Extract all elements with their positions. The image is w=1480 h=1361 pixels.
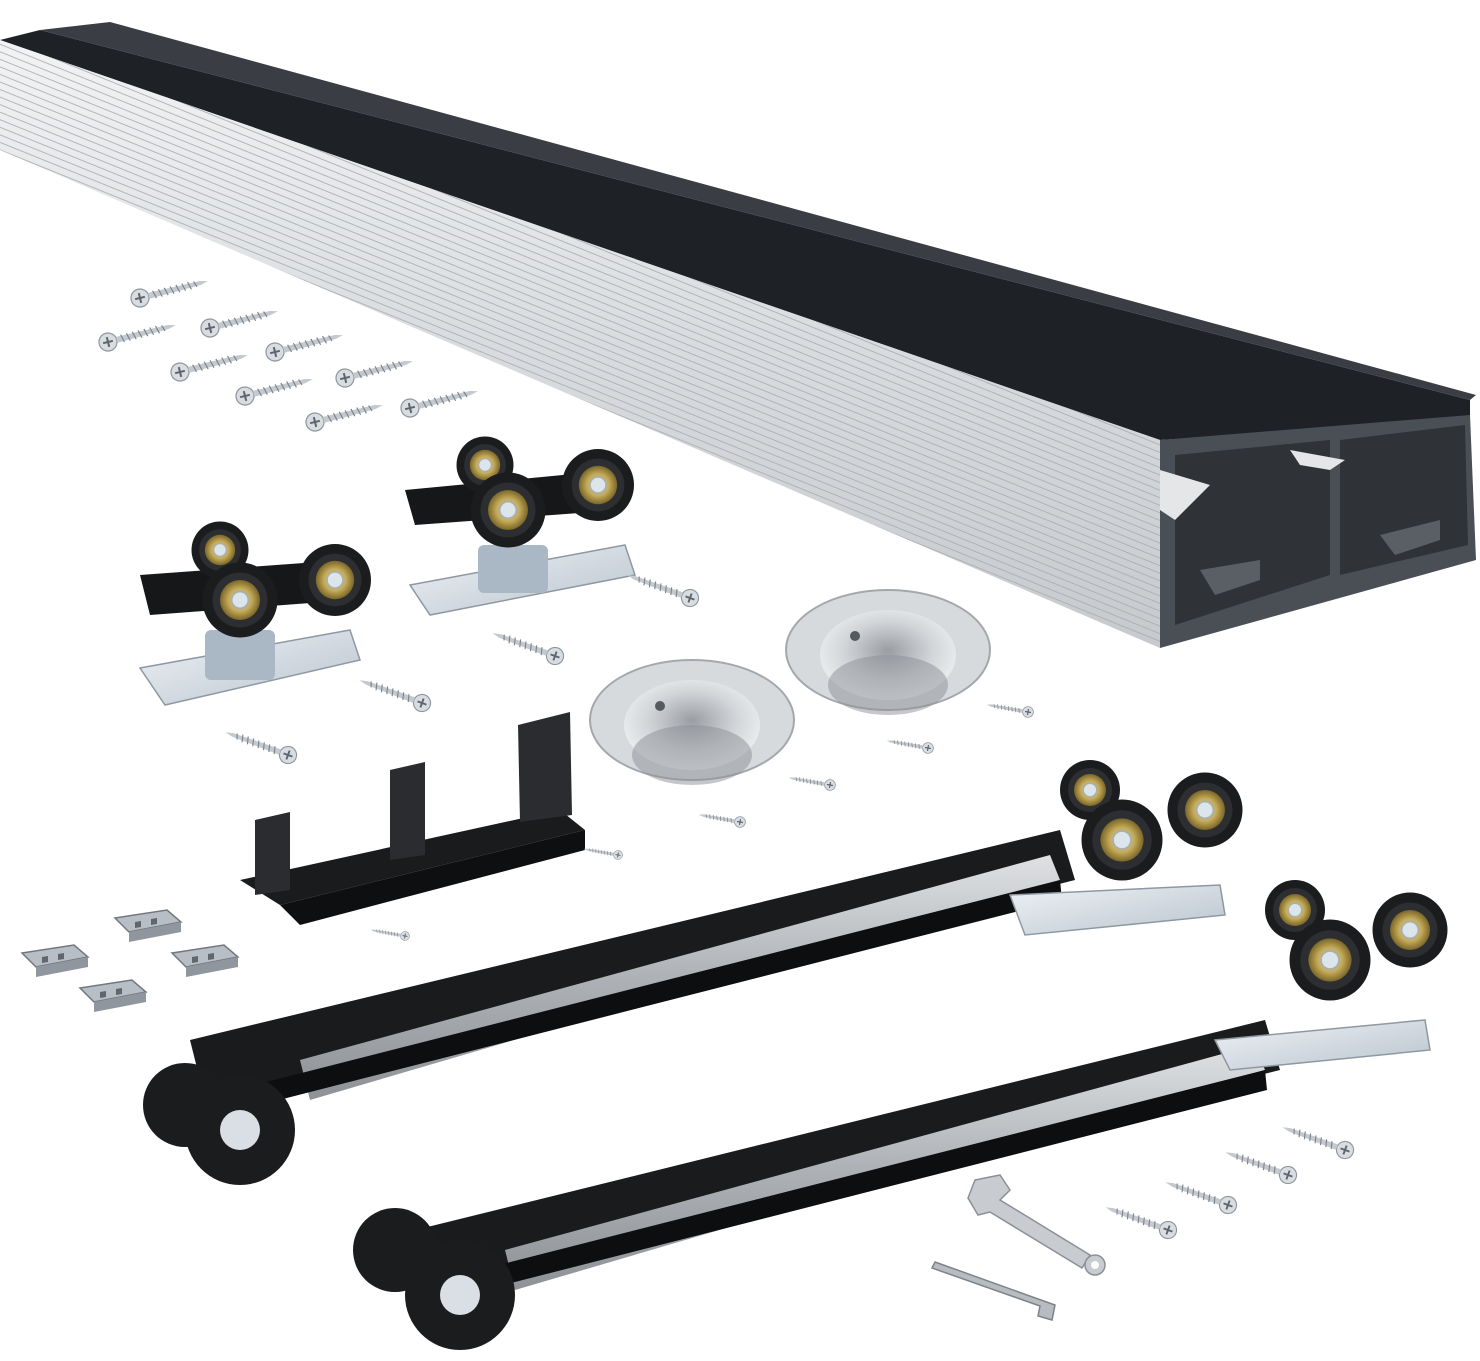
damper-roller-assembly-1 <box>143 760 1243 1185</box>
hex-key <box>930 1261 1056 1321</box>
screw-set-large <box>1101 1118 1357 1242</box>
floor-guide <box>240 712 624 942</box>
stopper-clips <box>21 909 239 1013</box>
top-roller-carriage-left <box>138 521 371 706</box>
flush-pull-handle-2 <box>785 589 991 715</box>
spanner-wrench <box>967 1174 1106 1276</box>
flush-pull-handle-1 <box>589 659 795 785</box>
track-rail <box>0 22 1476 648</box>
damper-roller-assembly-2 <box>353 880 1448 1350</box>
top-roller-carriage-right <box>405 436 636 616</box>
